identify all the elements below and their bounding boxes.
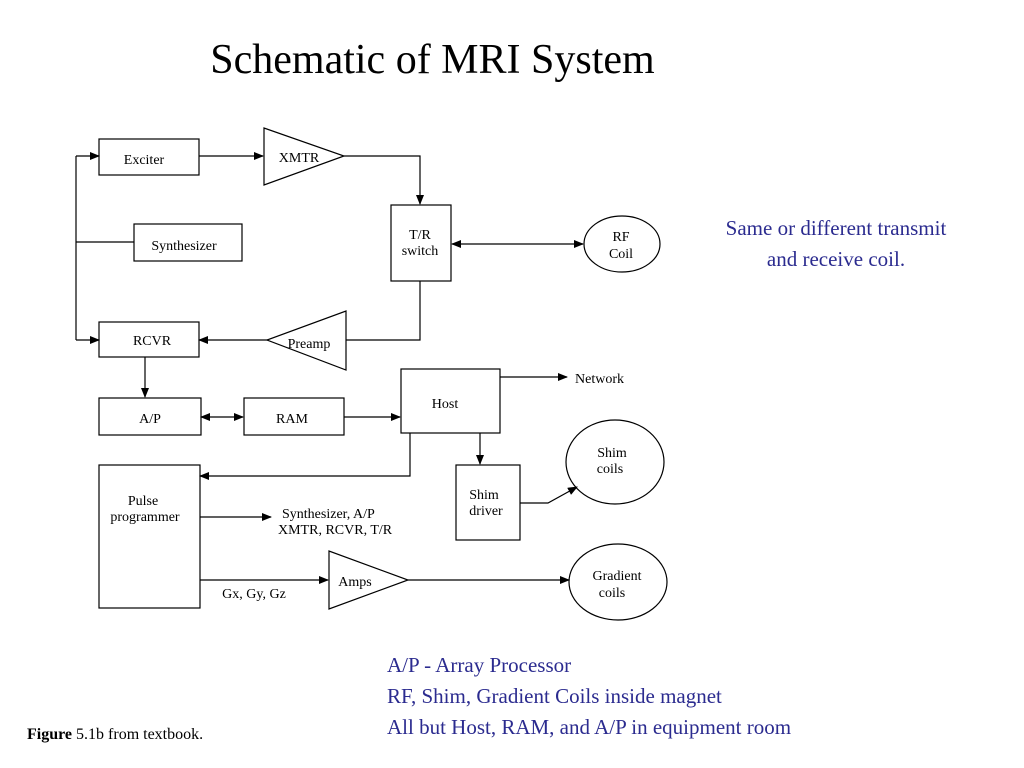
figure-caption: Figure 5.1b from textbook. xyxy=(27,726,203,744)
tr-to-preamp-line xyxy=(346,281,421,341)
legend-line-1: A/P - Array Processor xyxy=(387,653,571,677)
side-note-line-1: Same or different transmit xyxy=(726,216,947,240)
host-to-pulse-programmer-arrow xyxy=(199,433,411,480)
gradient-coils-label-2: coils xyxy=(599,586,625,601)
host-block xyxy=(400,368,501,434)
preamp-amplifier xyxy=(265,310,347,371)
side-note-line-2: and receive coil. xyxy=(767,247,905,271)
ram-block xyxy=(243,397,345,436)
pp-outputs-label-1: Synthesizer, A/P xyxy=(282,507,375,522)
pulse-programmer-label-2: programmer xyxy=(110,510,180,525)
exciter-block xyxy=(98,138,200,176)
rf-coil-label-1: RF xyxy=(612,230,629,245)
rf-coil xyxy=(583,215,661,273)
pulse-programmer-block xyxy=(98,464,201,609)
legend-line-2: RF, Shim, Gradient Coils inside magnet xyxy=(387,684,722,708)
tr-switch-label-2: switch xyxy=(402,244,439,259)
tr-switch-block xyxy=(390,204,452,282)
gradient-coils-label-1: Gradient xyxy=(593,569,642,584)
shim-coils-label-1: Shim xyxy=(597,446,627,461)
xmtr-to-tr-arrow xyxy=(344,155,424,205)
xmtr-label: XMTR xyxy=(279,151,320,166)
page-title: Schematic of MRI System xyxy=(210,37,655,83)
pp-outputs-label-2: XMTR, RCVR, T/R xyxy=(278,523,393,538)
shim-driver-block xyxy=(455,464,521,541)
synthesizer-label: Synthesizer xyxy=(151,239,217,254)
amps-label: Amps xyxy=(338,575,371,590)
shim-coils xyxy=(565,419,665,505)
gradient-coils xyxy=(568,543,668,621)
shim-coils-label-2: coils xyxy=(597,462,623,477)
rcvr-label: RCVR xyxy=(133,334,172,349)
tr-switch-label-1: T/R xyxy=(409,228,431,243)
gradients-label: Gx, Gy, Gz xyxy=(222,587,286,602)
host-label: Host xyxy=(432,397,459,412)
shim-driver-label-2: driver xyxy=(469,504,503,519)
xmtr-amplifier xyxy=(263,127,346,186)
shim-driver-label-1: Shim xyxy=(469,488,499,503)
synthesizer-block xyxy=(133,223,243,262)
ram-label: RAM xyxy=(276,412,308,427)
amps-amplifier xyxy=(328,550,410,610)
exciter-label: Exciter xyxy=(124,153,165,168)
network-label: Network xyxy=(575,372,624,387)
caption-rest: 5.1b from textbook. xyxy=(72,726,204,743)
pulse-programmer-label-1: Pulse xyxy=(128,494,158,509)
rcvr-block xyxy=(98,321,200,358)
legend-line-3: All but Host, RAM, and A/P in equipment … xyxy=(387,715,791,739)
rf-coil-label-2: Coil xyxy=(609,247,633,262)
caption-bold: Figure xyxy=(27,726,73,743)
ap-block xyxy=(98,397,202,436)
preamp-label: Preamp xyxy=(288,337,331,352)
shim-driver-to-coils-arrow xyxy=(520,486,578,504)
ap-label: A/P xyxy=(139,412,161,427)
